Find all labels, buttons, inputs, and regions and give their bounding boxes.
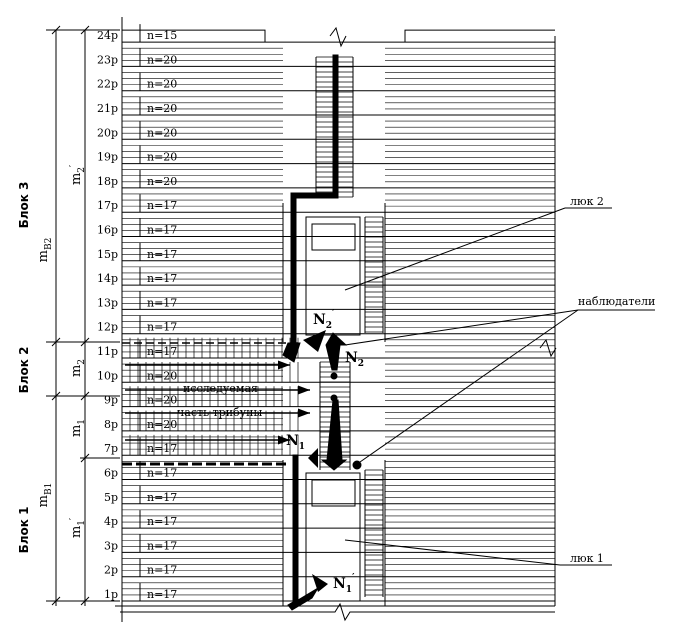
row-label: 17р	[97, 199, 118, 212]
row-seat-count: n=17	[147, 272, 177, 285]
studied-part-line1: исследуемая	[183, 382, 258, 395]
row-seat-count: n=17	[147, 564, 177, 577]
row-label: 2р	[104, 564, 118, 577]
row-seat-count: n=15	[147, 29, 177, 42]
row-label: 11р	[97, 345, 118, 358]
hatch-1-label: люк 1	[570, 552, 604, 565]
row-seat-count: n=17	[147, 588, 177, 601]
row-label: 12р	[97, 321, 118, 334]
row-label: 20р	[97, 126, 118, 139]
dim-m2-prime: m2′	[69, 165, 87, 185]
row-seat-count: n=17	[147, 467, 177, 480]
dim-m2: m2	[69, 359, 87, 377]
middle-break-mark	[539, 338, 557, 358]
observer-arrow-N2	[325, 332, 348, 371]
exit-route-lower	[287, 454, 319, 611]
label-N1-prime: N1′	[333, 573, 355, 595]
row-label: 13р	[97, 296, 118, 309]
row-label: 23р	[97, 53, 118, 66]
row-label: 19р	[97, 151, 118, 164]
leader-hatch-1	[344, 539, 561, 566]
row-label: 3р	[104, 539, 118, 552]
leader-observer-2	[359, 309, 579, 463]
studied-part-line2: часть трибуны	[177, 406, 262, 419]
row-label: 22р	[97, 78, 118, 91]
block-1-label: Блок 1	[17, 507, 31, 554]
dim-m1: m1	[69, 419, 87, 437]
label-N2-prime: N2′	[313, 309, 335, 331]
row-label: 18р	[97, 175, 118, 188]
row-label: 14р	[97, 272, 118, 285]
row-label: 24р	[97, 29, 118, 42]
row-label: 16р	[97, 224, 118, 237]
observers-label: наблюдатели	[578, 295, 655, 308]
top-break-mark	[329, 26, 347, 48]
row-label: 15р	[97, 248, 118, 261]
row-seat-count: n=17	[147, 491, 177, 504]
dim-mB1: mВ1	[36, 483, 54, 508]
row-seat-count: n=20	[147, 175, 177, 188]
row-seat-count: n=20	[147, 53, 177, 66]
hatch-1-top	[311, 479, 356, 507]
hatch-2-label: люк 2	[570, 195, 604, 208]
leader-hatch-2	[344, 207, 566, 291]
label-N2: N2	[345, 350, 364, 369]
block-2-label: Блок 2	[17, 347, 31, 394]
row-label: 5р	[104, 491, 118, 504]
row-label: 4р	[104, 515, 118, 528]
bottom-break-line	[120, 602, 555, 622]
exit-route-upper	[282, 54, 339, 363]
row-seat-count: n=17	[147, 515, 177, 528]
row-label: 1р	[104, 588, 118, 601]
row-label: 6р	[104, 467, 118, 480]
row-label: 7р	[104, 442, 118, 455]
row-label: 10р	[97, 369, 118, 382]
dim-m1-prime: m1′	[69, 518, 87, 538]
row-seat-count: n=17	[147, 248, 177, 261]
row-label: 9р	[104, 394, 118, 407]
dim-mB2: mВ2	[36, 238, 54, 263]
row-label: 8р	[104, 418, 118, 431]
row-seat-count: n=17	[147, 199, 177, 212]
row-seat-count: n=17	[147, 539, 177, 552]
row-seat-count: n=20	[147, 102, 177, 115]
observer-arrow-N1	[320, 399, 348, 471]
block-3-label: Блок 3	[17, 182, 31, 229]
row-seat-count: n=17	[147, 224, 177, 237]
row-seat-count: n=17	[147, 321, 177, 334]
label-N1: N1	[286, 433, 305, 452]
leader-observer-1	[344, 309, 579, 346]
row-label: 21р	[97, 102, 118, 115]
row-seat-count: n=20	[147, 78, 177, 91]
row-seat-count: n=17	[147, 296, 177, 309]
row-seat-count: n=20	[147, 151, 177, 164]
row-seat-count: n=20	[147, 126, 177, 139]
